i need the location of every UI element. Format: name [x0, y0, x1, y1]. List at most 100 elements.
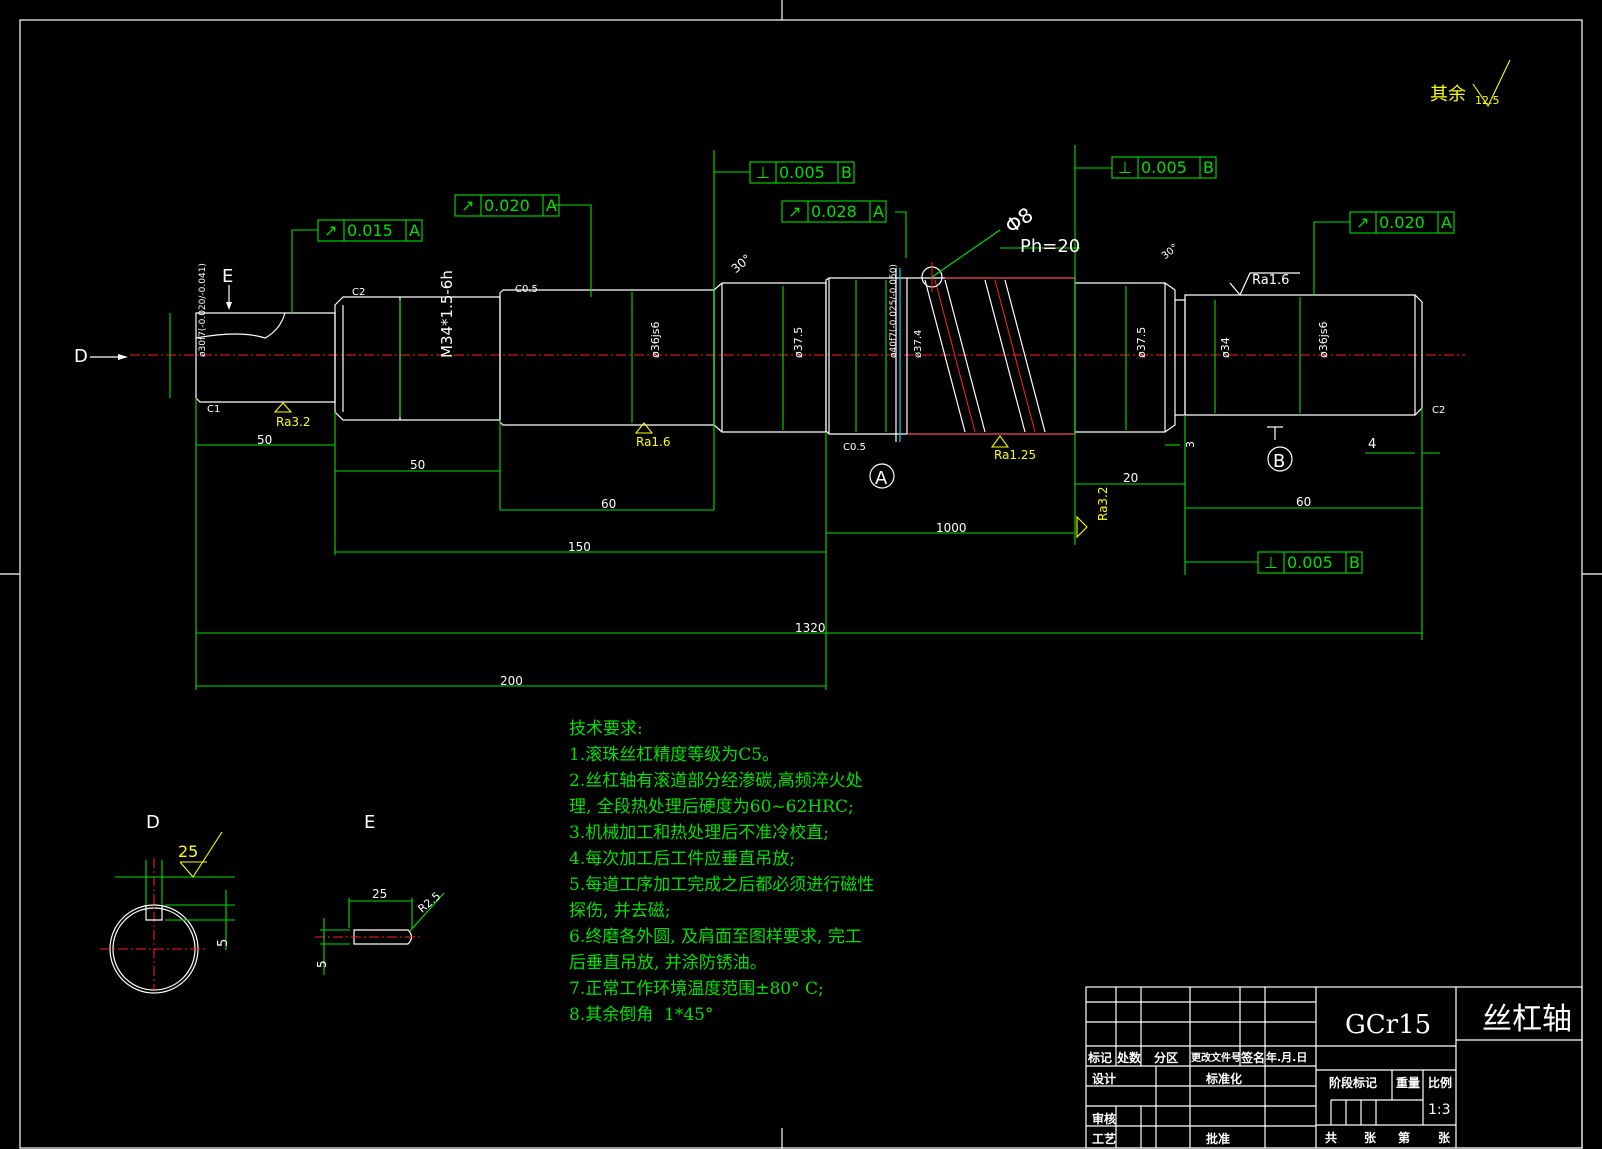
dia-40f7-label: ø40f7(-0.025/-0.050): [889, 264, 899, 358]
chamfer-c05-left: C0.5: [515, 284, 538, 295]
process-label: 工艺: [1092, 1132, 1117, 1146]
detail-e-title: E: [364, 812, 375, 833]
header-count: 处数: [1117, 1051, 1142, 1065]
sheet-no-label: 第: [1398, 1131, 1411, 1145]
tolerance-symbol: ↗: [1356, 213, 1369, 232]
dim-200: 200: [500, 674, 523, 688]
note-line: 5.每道工序加工完成之后都必须进行磁性: [569, 875, 875, 895]
total-label: 共: [1325, 1131, 1338, 1145]
datum-label-a: A: [875, 468, 888, 489]
length-3-label: 3: [1184, 441, 1197, 448]
dim-50-second: 50: [410, 458, 425, 472]
dim-60-second: 60: [1296, 495, 1311, 509]
view-arrows: [90, 285, 1283, 440]
detail-e-dim-5: 5: [315, 960, 329, 968]
notes-title: 技术要求:: [569, 719, 643, 739]
scale-label: 比例: [1428, 1076, 1453, 1090]
technical-requirements: 技术要求: 1.滚珠丝杠精度等级为C5。 2.丝杠轴有滚道部分经渗碳,高频淬火处…: [569, 716, 874, 1028]
chamfer-c2-left: C2: [352, 287, 365, 298]
chamfer-c1: C1: [207, 404, 220, 415]
stage-label: 阶段标记: [1329, 1076, 1378, 1090]
roughness-ra16-right: Ra1.6: [1252, 273, 1289, 288]
surface-symbol-prefix: 其余: [1430, 84, 1466, 105]
length-4-label: 4: [1368, 437, 1376, 452]
detail-view-e: E 25 R2.5 5: [315, 812, 445, 975]
tolerance-symbol: ↗: [324, 221, 337, 240]
note-line: 2.丝杠轴有滚道部分经渗碳,高频淬火处: [569, 771, 863, 791]
part-name: 丝杠轴: [1482, 1002, 1572, 1037]
shaft-outline: [195, 262, 1423, 442]
title-block-lines: [1085, 986, 1583, 1149]
material-label: GCr15: [1345, 1010, 1432, 1040]
tolerance-frame-runout_3: ↗ 0.015 A: [317, 219, 423, 242]
note-line: 8.其余倒角 1*45°: [569, 1005, 714, 1025]
roughness-symbol: [1472, 59, 1511, 108]
detail-d-roughness: 25: [178, 842, 198, 861]
sheet-unit-label: 张: [1438, 1131, 1451, 1145]
tolerance-datum: A: [546, 196, 557, 215]
dia-34-label: ø34: [1219, 337, 1232, 358]
dia-30f7-label: ø30f7(-0.020/-0.041): [198, 263, 208, 357]
note-line: 4.每次加工后工件应垂直吊放;: [569, 849, 795, 869]
view-label-e: E: [222, 266, 233, 287]
tolerance-datum: A: [1441, 213, 1452, 232]
roughness-ra32-right: Ra3.2: [1096, 486, 1110, 521]
roughness-ra125: Ra1.25: [994, 448, 1036, 462]
note-line: 7.正常工作环境温度范围±80° C;: [569, 979, 824, 999]
note-line: 3.机械加工和热处理后不准冷校直;: [569, 823, 829, 843]
note-line: 理, 全段热处理后硬度为60~62HRC;: [569, 797, 854, 817]
dim-60-first: 60: [601, 497, 616, 511]
tolerance-datum: B: [1203, 158, 1214, 177]
weight-label: 重量: [1396, 1076, 1421, 1090]
tolerance-symbol: ⊥: [1264, 553, 1278, 572]
detail-e-radius: R2.5: [416, 889, 444, 915]
header-zone: 分区: [1154, 1051, 1179, 1065]
chamfer-c2-right: C2: [1432, 405, 1445, 416]
dim-150: 150: [568, 540, 591, 554]
datum-circle-a: [869, 463, 895, 489]
roughness-ra32-left: Ra3.2: [276, 415, 311, 429]
header-change-doc: 更改文件号: [1191, 1053, 1241, 1064]
annotation-labels: 其余 12.5 D E A B Φ8 Ph=20 30° 30° C2 C0.5…: [74, 59, 1511, 688]
review-label: 审核: [1092, 1112, 1117, 1126]
header-sign: 签名: [1241, 1051, 1266, 1065]
detail-view-d: D 25 5: [100, 812, 235, 994]
angle-left-label: 30°: [729, 251, 754, 275]
dim-20: 20: [1123, 471, 1138, 485]
tolerance-value: 0.020: [1379, 213, 1425, 232]
dim-50-first: 50: [257, 433, 272, 447]
dimension-lines: [169, 145, 1440, 690]
roughness-ra16-mid: Ra1.6: [636, 435, 671, 449]
tolerance-value: 0.005: [1141, 158, 1187, 177]
tolerance-datum: B: [841, 163, 852, 182]
dia-36js6-left-label: ø36js6: [649, 321, 662, 358]
note-line: 后垂直吊放, 并涂防锈油。: [569, 953, 767, 973]
dia-375-left-label: ø37.5: [792, 327, 805, 358]
view-label-d: D: [74, 346, 88, 367]
tolerance-datum: B: [1349, 553, 1360, 572]
sheets-label: 张: [1364, 1131, 1377, 1145]
datum-label-b: B: [1273, 451, 1285, 472]
tolerance-datum: A: [409, 221, 420, 240]
design-label: 设计: [1092, 1072, 1117, 1086]
tolerance-symbol: ⊥: [756, 163, 770, 182]
dia-375-right-label: ø37.5: [1135, 327, 1148, 358]
detail-d-dim-5: 5: [216, 939, 231, 947]
chamfer-c05-mid: C0.5: [843, 442, 866, 453]
note-line: 1.滚珠丝杠精度等级为C5。: [569, 745, 780, 765]
tolerance-value: 0.015: [347, 221, 393, 240]
dim-1000: 1000: [936, 521, 967, 535]
header-date: 年.月.日: [1266, 1051, 1308, 1064]
surface-symbol-value: 12.5: [1475, 94, 1500, 107]
tolerance-datum: A: [873, 202, 884, 221]
approve-label: 批准: [1206, 1132, 1231, 1146]
note-line: 探伤, 并去磁;: [569, 901, 671, 921]
detail-d-title: D: [146, 812, 160, 833]
drawing-border: [19, 19, 1583, 1149]
